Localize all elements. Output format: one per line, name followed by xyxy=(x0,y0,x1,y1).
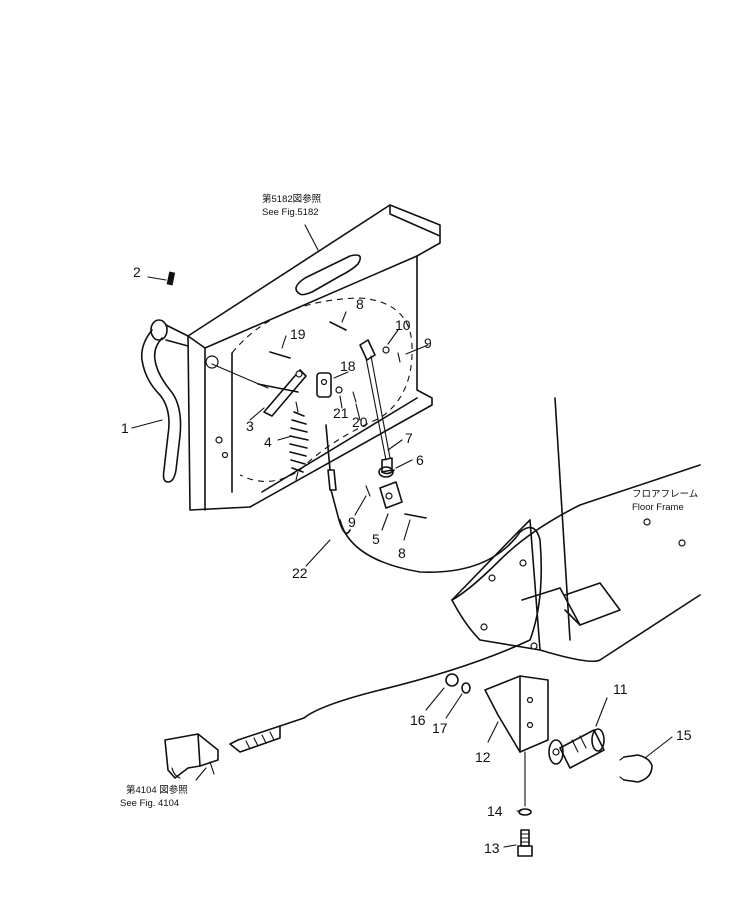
callout-22: 22 xyxy=(292,565,308,581)
leader-lines xyxy=(131,224,673,848)
callout-6: 6 xyxy=(416,452,424,468)
ref-floor-en: Floor Frame xyxy=(632,502,684,513)
lever-arm xyxy=(211,363,307,417)
ref-floor-jp: フロアフレーム xyxy=(632,489,698,500)
bolt-13 xyxy=(517,751,533,857)
nut-6 xyxy=(378,466,394,478)
callout-9-lower: 9 xyxy=(348,514,356,530)
callout-17: 17 xyxy=(432,720,448,736)
small-parts xyxy=(335,346,401,497)
cable xyxy=(229,424,543,753)
callout-7: 7 xyxy=(405,430,413,446)
main-bracket xyxy=(187,204,441,511)
cable-bracket xyxy=(164,733,219,779)
nut-16 xyxy=(445,673,459,687)
ref-bottom-en: See Fig. 4104 xyxy=(120,798,179,809)
callout-12: 12 xyxy=(475,749,491,765)
callout-5: 5 xyxy=(372,531,380,547)
callout-8-lower: 8 xyxy=(398,545,406,561)
rod-assembly xyxy=(359,339,395,475)
clevis-5 xyxy=(379,481,403,509)
ref-top-jp: 第5182図参照 xyxy=(262,193,322,205)
spring xyxy=(289,401,309,481)
callout-21: 21 xyxy=(333,405,349,421)
callout-14: 14 xyxy=(487,803,503,819)
lever xyxy=(140,319,189,483)
callout-16: 16 xyxy=(410,712,426,728)
callout-19: 19 xyxy=(290,326,306,342)
callout-20: 20 xyxy=(352,414,368,430)
callout-15: 15 xyxy=(676,727,692,743)
callout-3: 3 xyxy=(246,418,254,434)
callout-18: 18 xyxy=(340,358,356,374)
callout-4: 4 xyxy=(264,434,272,450)
detail-boundary xyxy=(231,297,413,482)
floor-frame xyxy=(451,397,701,663)
switch-11 xyxy=(548,728,605,769)
callout-11: 11 xyxy=(613,681,628,697)
ref-top-en: See Fig.5182 xyxy=(262,207,319,218)
callout-2: 2 xyxy=(133,264,141,280)
washer-17 xyxy=(461,682,471,694)
ref-bottom-jp: 第4104 図参照 xyxy=(126,784,188,796)
pin-2 xyxy=(166,271,176,286)
callout-9-upper: 9 xyxy=(424,335,432,351)
callout-1: 1 xyxy=(121,420,129,436)
callout-13: 13 xyxy=(484,840,500,856)
clevis-18 xyxy=(316,372,332,398)
washer-14 xyxy=(518,808,532,816)
bracket-12 xyxy=(484,675,549,753)
callout-10: 10 xyxy=(395,317,411,333)
callout-8-upper: 8 xyxy=(356,296,364,312)
clip-15 xyxy=(619,754,653,783)
pins-8 xyxy=(269,321,427,519)
